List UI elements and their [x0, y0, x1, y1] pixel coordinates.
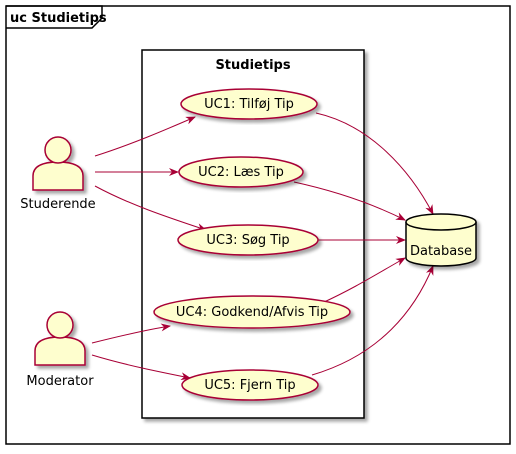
connector-moderator-uc5 — [91, 354, 191, 381]
actor-icon — [32, 136, 84, 191]
use-case-label: UC4: Godkend/Afvis Tip — [176, 305, 328, 320]
database[interactable]: Database — [405, 213, 477, 267]
use-case-uc1[interactable]: UC1: Tilføj Tip — [180, 88, 318, 120]
use-case-uc5[interactable]: UC5: Fjern Tip — [181, 369, 319, 401]
actor-moderator[interactable]: Moderator — [26, 311, 94, 389]
connector-uc4-database — [321, 257, 406, 304]
use-case-uc3[interactable]: UC3: Søg Tip — [177, 224, 319, 256]
use-case-label: UC1: Tilføj Tip — [204, 97, 294, 112]
system-title: Studietips — [215, 58, 290, 73]
use-case-label: UC5: Fjern Tip — [204, 378, 295, 393]
actor-icon — [34, 311, 86, 366]
frame-title: uc Studietips — [10, 11, 107, 26]
use-case-uc4[interactable]: UC4: Godkend/Afvis Tip — [153, 295, 351, 329]
use-case-label: UC2: Læs Tip — [198, 165, 284, 180]
connector-uc5-database — [311, 265, 434, 376]
actor-studerende[interactable]: Studerende — [20, 136, 96, 212]
database-icon — [405, 213, 477, 267]
connector-uc1-database — [315, 112, 434, 215]
use-case-uc2[interactable]: UC2: Læs Tip — [178, 156, 304, 188]
database-label: Database — [410, 244, 472, 259]
use-case-label: UC3: Søg Tip — [206, 233, 289, 248]
connector-studerende-uc1 — [94, 116, 196, 157]
connectors — [91, 112, 434, 381]
actor-label: Studerende — [20, 197, 95, 212]
diagram-frame: uc Studietips — [5, 5, 511, 445]
actor-label: Moderator — [26, 374, 94, 389]
connector-moderator-uc4 — [91, 323, 171, 344]
connector-uc2-database — [293, 181, 406, 221]
connector-studerende-uc3 — [94, 185, 207, 231]
